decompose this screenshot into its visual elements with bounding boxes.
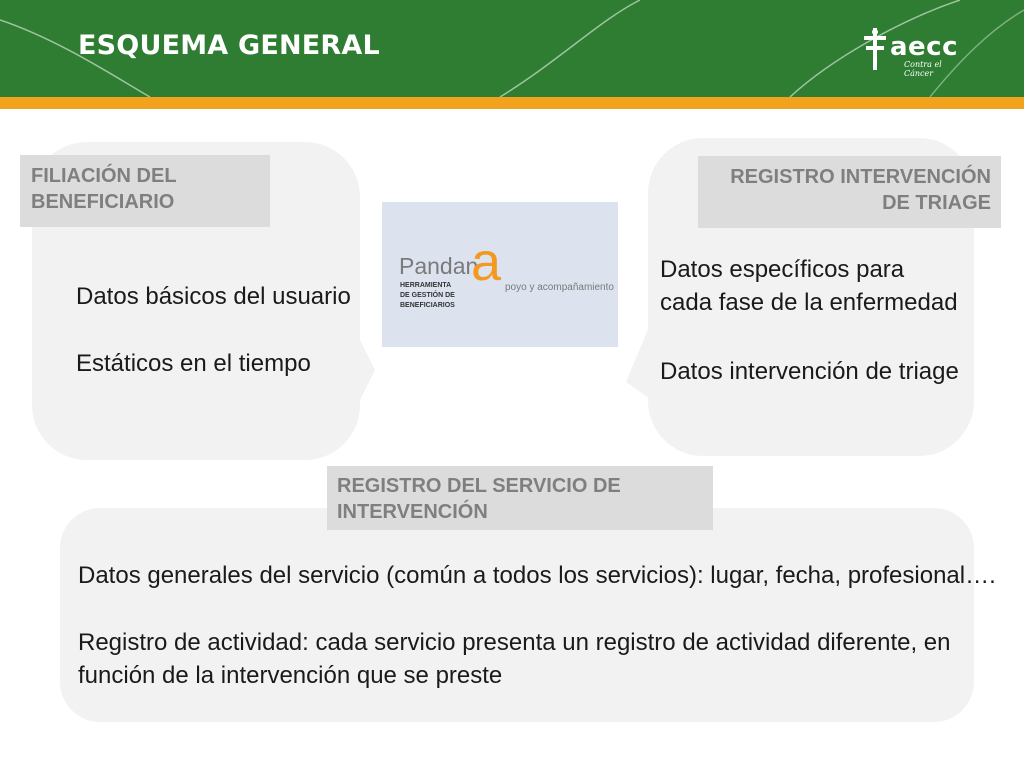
pandana-logo: Pandan a poyo y acompañamiento HERRAMIEN… <box>382 202 618 347</box>
left-bubble-pointer <box>355 330 375 410</box>
page-title: ESQUEMA GENERAL <box>78 30 380 61</box>
pandana-letter: a <box>471 232 502 292</box>
pandana-tagline: poyo y acompañamiento <box>505 282 614 293</box>
bottom-text-2: Registro de actividad: cada servicio pre… <box>78 629 951 689</box>
pandana-name: Pandan <box>399 253 479 279</box>
logo-text: aecc <box>890 32 959 62</box>
aecc-logo: aecc Contra el Cáncer <box>858 26 968 78</box>
label-triage-line1: REGISTRO INTERVENCIÓN <box>730 166 991 188</box>
label-filiacion-line2: BENEFICIARIO <box>31 191 175 213</box>
label-triage: REGISTRO INTERVENCIÓN DE TRIAGE <box>698 156 1001 228</box>
pandana-sub-2: DE GESTIÓN DE <box>400 292 455 299</box>
label-filiacion-line1: FILIACIÓN DEL <box>31 165 177 187</box>
label-servicio-line2: INTERVENCIÓN <box>337 501 488 523</box>
right-text-1: Datos específicos para cada fase de la e… <box>660 256 958 316</box>
label-triage-line2: DE TRIAGE <box>882 192 991 214</box>
label-servicio-line1: REGISTRO DEL SERVICIO DE <box>337 475 621 497</box>
orange-stripe <box>0 97 1024 109</box>
label-filiacion: FILIACIÓN DEL BENEFICIARIO <box>20 155 270 227</box>
bottom-bubble <box>60 508 974 722</box>
right-bubble-pointer <box>626 320 652 400</box>
label-servicio: REGISTRO DEL SERVICIO DE INTERVENCIÓN <box>327 466 713 530</box>
left-text-2: Estáticos en el tiempo <box>76 350 311 377</box>
logo-subtitle: Contra el Cáncer <box>904 60 942 78</box>
bottom-text-1: Datos generales del servicio (común a to… <box>78 562 996 589</box>
pandana-sub-1: HERRAMIENTA <box>400 282 452 289</box>
header-decoration <box>0 0 1024 97</box>
right-text-2: Datos intervención de triage <box>660 358 959 385</box>
pandana-sub-3: BENEFICIARIOS <box>400 302 455 309</box>
left-text-1: Datos básicos del usuario <box>76 283 351 310</box>
header-bar: ESQUEMA GENERAL aecc Contra el Cáncer <box>0 0 1024 97</box>
cross-icon <box>864 28 886 70</box>
